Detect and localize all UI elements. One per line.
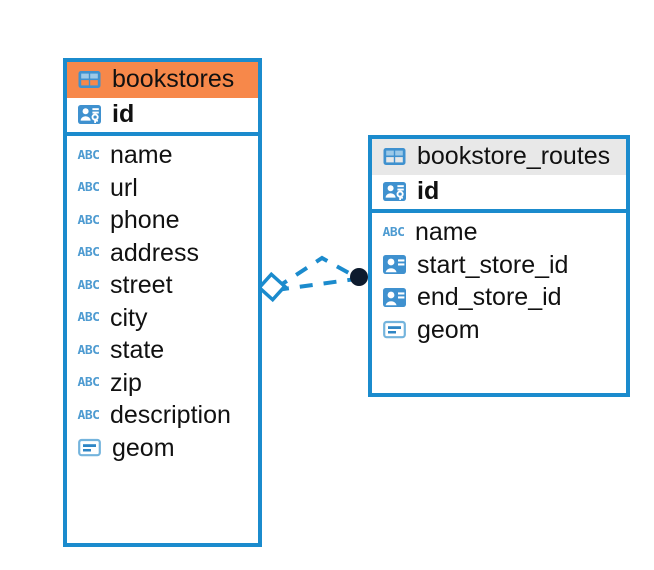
filled-circle-marker[interactable] [350, 268, 368, 286]
text-abc-icon: ABC [77, 213, 100, 228]
field-list-bookstores: ABC name ABC url ABC phone ABC address A… [67, 136, 258, 470]
field-name: street [110, 271, 173, 299]
field-row-start-store-id[interactable]: start_store_id [372, 249, 626, 282]
field-name: id [417, 177, 440, 206]
primary-key-icon [76, 101, 103, 128]
relationship-line-upper [274, 255, 357, 290]
text-abc-icon: ABC [77, 245, 100, 260]
field-row-street[interactable]: ABC street [67, 269, 258, 302]
field-row-name[interactable]: ABC name [372, 216, 626, 249]
table-icon [381, 143, 408, 170]
entity-title: bookstore_routes [417, 142, 611, 171]
field-name: description [110, 401, 231, 429]
field-name: name [415, 218, 478, 246]
text-abc-icon: ABC [77, 148, 100, 163]
geometry-icon [76, 434, 103, 461]
entity-bookstores[interactable]: bookstores id ABC name [63, 58, 262, 547]
field-name: url [110, 173, 138, 202]
field-list-bookstore-routes: ABC name start_store_id [372, 213, 626, 352]
text-abc-icon: ABC [77, 343, 100, 358]
foreign-key-icon [381, 284, 408, 311]
text-abc-icon: ABC [77, 180, 100, 195]
field-row-city[interactable]: ABC city [67, 302, 258, 335]
text-abc-icon: ABC [77, 310, 100, 325]
field-name: name [110, 141, 173, 169]
field-row-state[interactable]: ABC state [67, 334, 258, 367]
field-row-phone[interactable]: ABC phone [67, 204, 258, 237]
geometry-icon [381, 316, 408, 343]
text-abc-icon: ABC [77, 375, 100, 390]
field-row-address[interactable]: ABC address [67, 237, 258, 270]
field-row-primary-key[interactable]: id [372, 175, 626, 213]
field-row-zip[interactable]: ABC zip [67, 367, 258, 400]
primary-key-icon [381, 178, 408, 205]
field-name: address [110, 238, 199, 267]
field-name: start_store_id [417, 250, 569, 279]
relationship-line-lower [275, 277, 357, 292]
entity-header-bookstore-routes[interactable]: bookstore_routes [372, 139, 626, 175]
foreign-key-icon [381, 251, 408, 278]
field-row-name[interactable]: ABC name [67, 139, 258, 172]
text-abc-icon: ABC [382, 225, 405, 240]
field-name: id [112, 100, 135, 129]
field-name: state [110, 336, 165, 364]
field-row-url[interactable]: ABC url [67, 172, 258, 205]
field-row-description[interactable]: ABC description [67, 399, 258, 432]
field-name: end_store_id [417, 283, 562, 311]
diamond-marker[interactable] [256, 271, 288, 303]
entity-header-bookstores[interactable]: bookstores [67, 62, 258, 98]
field-row-primary-key[interactable]: id [67, 98, 258, 136]
field-row-geom[interactable]: geom [67, 432, 258, 465]
text-abc-icon: ABC [77, 278, 100, 293]
entity-bookstore-routes[interactable]: bookstore_routes id ABC name [368, 135, 630, 397]
field-name: phone [110, 206, 180, 234]
text-abc-icon: ABC [77, 408, 100, 423]
field-row-end-store-id[interactable]: end_store_id [372, 281, 626, 314]
entity-title: bookstores [112, 65, 235, 94]
field-name: geom [417, 315, 480, 344]
field-name: geom [112, 433, 175, 462]
field-name: zip [110, 368, 142, 397]
table-icon [76, 66, 103, 93]
field-row-geom[interactable]: geom [372, 314, 626, 347]
field-name: city [110, 303, 148, 332]
